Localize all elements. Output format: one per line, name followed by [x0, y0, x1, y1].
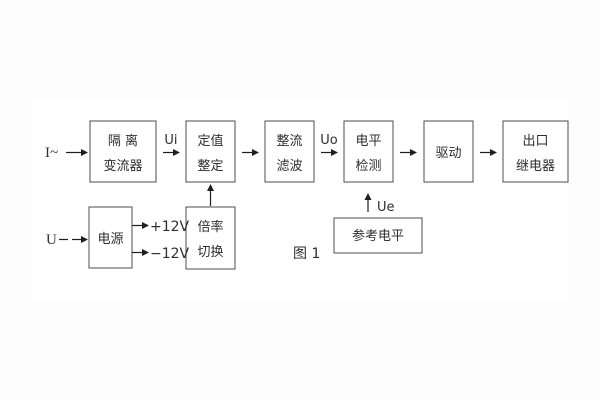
- ratio-switch-label-line1: 倍率: [197, 219, 223, 235]
- signal-ue-label: Ue: [377, 200, 395, 215]
- rectifier-filter-label-line2: 滤波: [276, 159, 302, 174]
- isolation-transformer-box: [89, 120, 157, 183]
- ratio-switch-box: [185, 206, 236, 270]
- rectifier-filter-box: [264, 120, 315, 183]
- output-relay-label-line1: 出口: [522, 134, 548, 149]
- current-input-arrowhead: [81, 149, 88, 156]
- arrow-setting-to-rectifier-head: [252, 149, 259, 156]
- isolation-transformer-label-line2: 变流器: [103, 158, 142, 174]
- arrow-drive-to-relay-head: [490, 149, 497, 156]
- voltage-input-label: U: [46, 232, 57, 248]
- output-relay-label-line2: 继电器: [516, 159, 555, 174]
- ratio-switch-label-line2: 切换: [197, 245, 223, 260]
- reference-level-label: 参考电平: [352, 228, 404, 244]
- level-detect-box: [343, 120, 394, 183]
- arrow-reference-to-level-head: [364, 193, 372, 200]
- signal-uo-label: Uo: [320, 133, 338, 148]
- minus12v-arrowhead: [142, 249, 149, 256]
- arrow-level-to-drive-head: [410, 149, 417, 156]
- setpoint-adjust-label-line2: 整定: [197, 159, 223, 174]
- output-relay-box: [502, 120, 569, 183]
- setpoint-adjust-box: [185, 120, 236, 183]
- plus12v-label: +12V: [150, 219, 190, 235]
- power-supply-label: 电源: [97, 232, 123, 247]
- plus12v-arrowhead: [142, 222, 149, 229]
- isolation-transformer-label-line1: 隔 离: [108, 133, 138, 149]
- rectifier-filter-label-line1: 整流: [276, 134, 302, 149]
- arrow-rectifier-to-level-head: [331, 149, 338, 156]
- reference-level-box: [333, 217, 423, 254]
- power-supply-box: [88, 206, 133, 269]
- arrow-isolation-to-setting-head: [173, 149, 180, 156]
- drive-box: [423, 120, 474, 183]
- drive-label: 驱动: [435, 146, 461, 161]
- figure-caption: 图 1: [293, 246, 320, 262]
- signal-ui-label: Ui: [164, 133, 177, 148]
- level-detect-label-line1: 电平: [355, 134, 381, 149]
- minus12v-label: −12V: [150, 246, 190, 262]
- current-input-label: I~: [45, 145, 58, 161]
- voltage-input-arrowhead: [81, 236, 88, 243]
- setpoint-adjust-label-line1: 定值: [197, 133, 223, 149]
- level-detect-label-line2: 检测: [355, 159, 381, 174]
- arrow-ratio-to-setting-head: [207, 184, 214, 191]
